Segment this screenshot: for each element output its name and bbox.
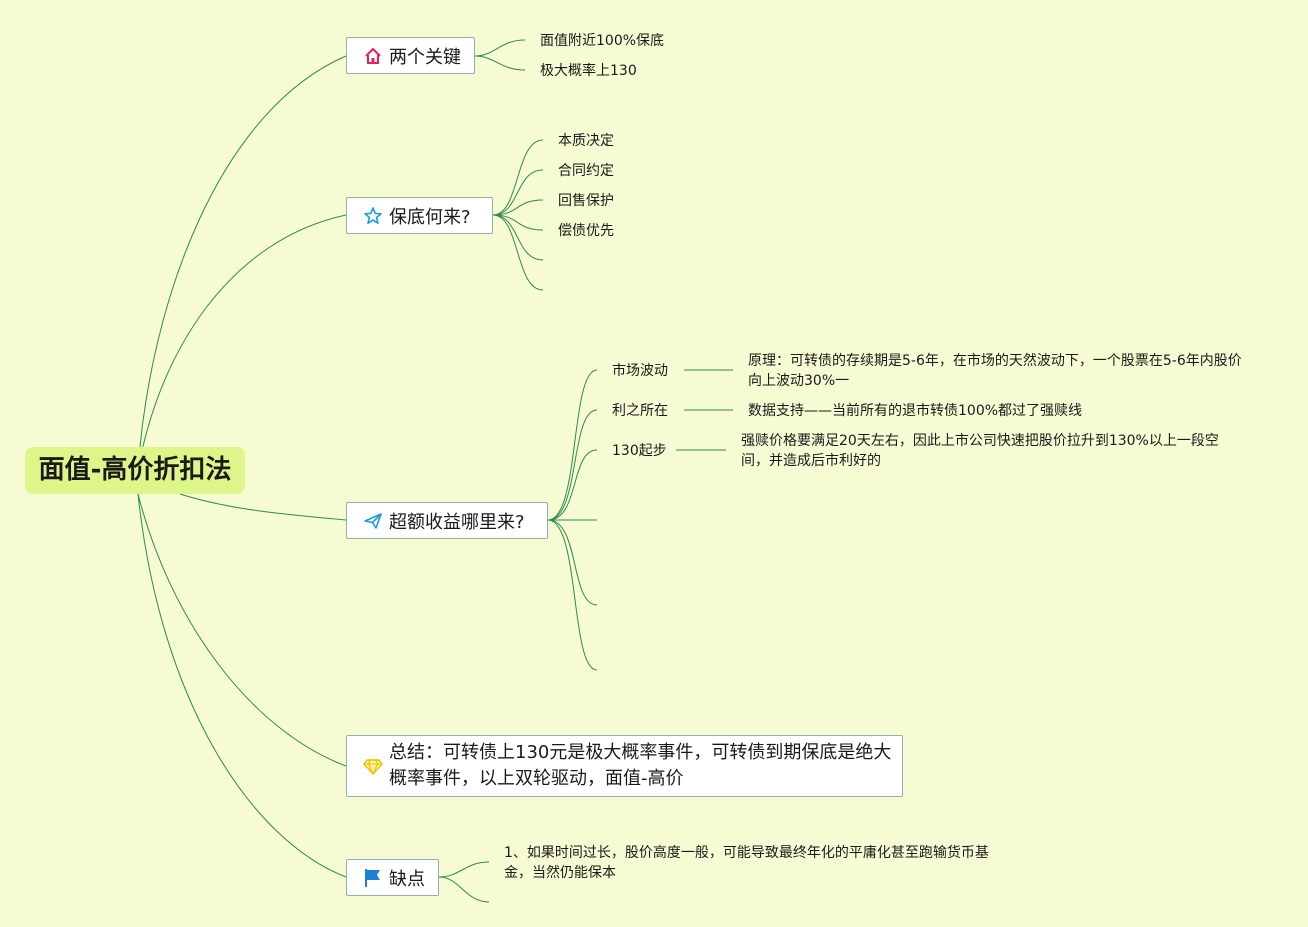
- flag-icon: [363, 868, 383, 888]
- leaf-guarantee-1[interactable]: 本质决定: [558, 133, 614, 149]
- link-root-summary: [137, 493, 347, 767]
- link-e-3: [547, 449, 598, 521]
- link-g-1: [492, 139, 544, 216]
- leaf-excess-3[interactable]: 130起步: [612, 443, 667, 459]
- link-e-5: [547, 519, 598, 606]
- topic-summary[interactable]: 总结：可转债上130元是极大概率事件，可转债到期保底是绝大概率事件，以上双轮驱动…: [346, 735, 903, 797]
- link-c-1: [438, 861, 490, 878]
- topic-guarantee-label: 保底何来?: [389, 206, 471, 228]
- leaf-guarantee-3[interactable]: 回售保护: [558, 193, 614, 209]
- link-g-3: [492, 199, 544, 216]
- house-icon: [363, 46, 383, 66]
- link-e-1: [547, 369, 598, 521]
- topic-excess-label: 超额收益哪里来?: [389, 511, 525, 533]
- leaf-guarantee-2[interactable]: 合同约定: [558, 163, 614, 179]
- topic-summary-label: 总结：可转债上130元是极大概率事件，可转债到期保底是绝大概率事件，以上双轮驱动…: [389, 742, 892, 789]
- leaf-excess-2[interactable]: 利之所在: [612, 403, 668, 419]
- topic-drawbacks[interactable]: 缺点: [346, 859, 439, 896]
- topic-guarantee[interactable]: 保底何来?: [346, 197, 493, 234]
- link-g-2: [492, 169, 544, 216]
- leaf-cons-1[interactable]: 1、如果时间过长，股价高度一般，可能导致最终年化的平庸化甚至跑输货币基金，当然仍…: [504, 845, 989, 881]
- link-e-2: [547, 409, 598, 521]
- leaf-excess-1-detail[interactable]: 原理：可转债的存续期是5-6年，在市场的天然波动下，一个股票在5-6年内股价向上…: [748, 353, 1242, 389]
- paper-plane-icon: [363, 511, 383, 531]
- topic-drawbacks-label: 缺点: [389, 868, 425, 890]
- leaf-guarantee-4[interactable]: 偿债优先: [558, 223, 614, 239]
- link-root-cons: [137, 493, 347, 878]
- link-keys-1: [474, 39, 526, 57]
- topic-two-keys-label: 两个关键: [389, 46, 461, 68]
- link-root-keys: [137, 55, 347, 471]
- root-topic[interactable]: 面值-高价折扣法: [25, 447, 245, 494]
- star-icon: [363, 206, 383, 226]
- link-root-excess: [179, 493, 347, 521]
- leaf-excess-1[interactable]: 市场波动: [612, 363, 668, 379]
- topic-two-keys[interactable]: 两个关键: [346, 37, 475, 74]
- leaf-excess-2-detail[interactable]: 数据支持——当前所有的退市转债100%都过了强赎线: [748, 403, 1083, 419]
- link-c-2: [438, 876, 490, 903]
- diamond-icon: [363, 756, 383, 776]
- topic-excess-return[interactable]: 超额收益哪里来?: [346, 502, 548, 539]
- leaf-keys-1[interactable]: 面值附近100%保底: [540, 33, 665, 49]
- link-g-6: [492, 214, 544, 291]
- link-e-6: [547, 519, 598, 671]
- leaf-keys-2[interactable]: 极大概率上130: [540, 63, 637, 79]
- link-g-4: [492, 214, 544, 231]
- link-g-5: [492, 214, 544, 261]
- leaf-excess-3-detail[interactable]: 强赎价格要满足20天左右，因此上市公司快速把股价拉升到130%以上一段空间，并造…: [741, 433, 1219, 469]
- link-root-guarantee: [137, 214, 347, 471]
- root-title: 面值-高价折扣法: [38, 455, 232, 485]
- link-keys-2: [474, 55, 526, 71]
